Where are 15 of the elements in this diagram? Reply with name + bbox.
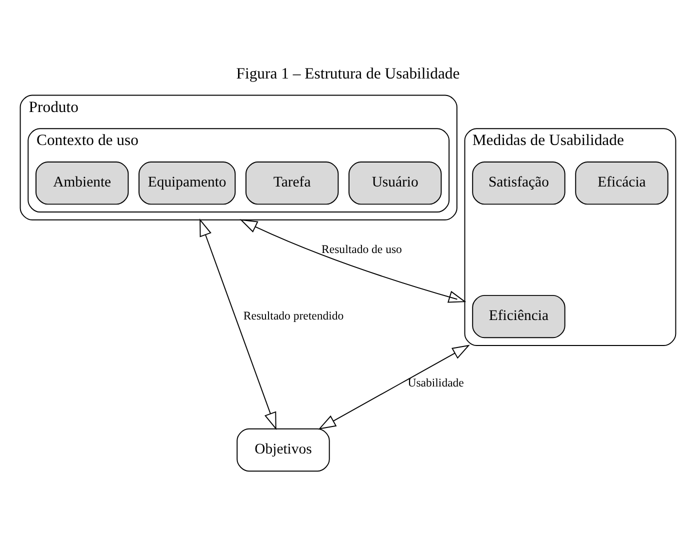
edge-label: Usabilidade — [408, 376, 464, 390]
node-box: Equipamento — [138, 162, 236, 205]
edge-label: Resultado pretendido — [243, 310, 344, 323]
node-box: Eficiência — [472, 294, 566, 338]
arrow — [318, 344, 470, 430]
node-box: Ambiente — [36, 162, 129, 205]
node-box: Satisfação — [472, 162, 566, 205]
node-box: Tarefa — [245, 162, 339, 205]
edge-label: Resultado de uso — [322, 242, 402, 256]
node-box: Objetivos — [236, 428, 330, 472]
node-box: Usuário — [348, 162, 442, 205]
diagram-title: Figura 1 – Estrutura de Usabilidade — [236, 65, 460, 82]
arrow — [200, 218, 276, 430]
node-box: Eficácia — [575, 162, 668, 205]
arrow — [240, 219, 466, 303]
